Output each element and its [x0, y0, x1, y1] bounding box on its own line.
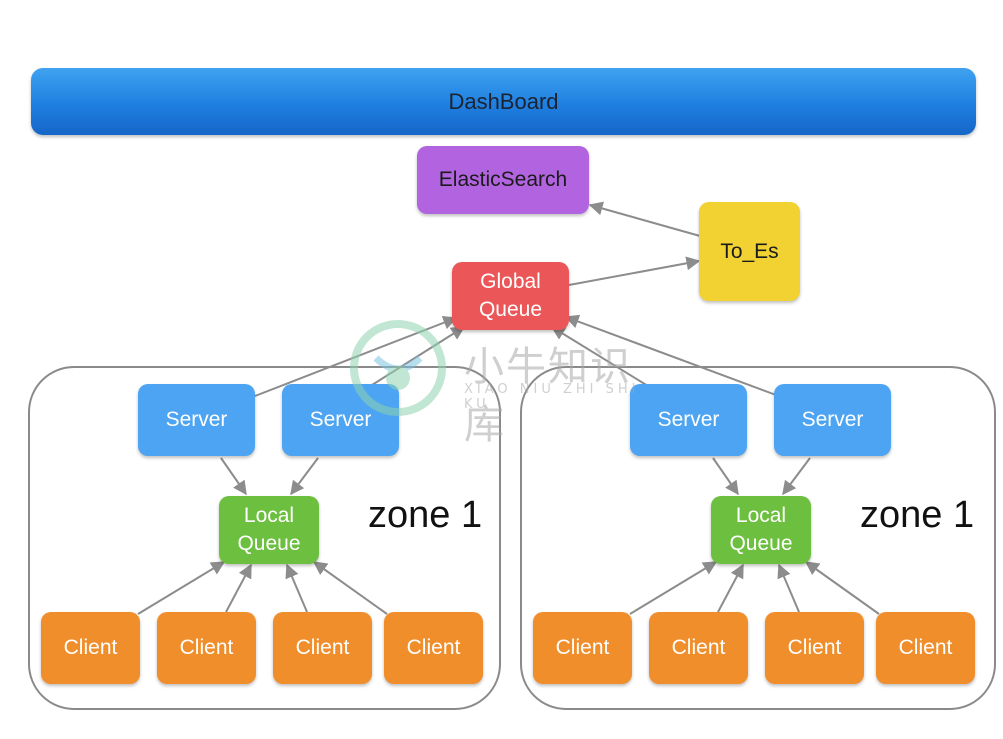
- zone-label: zone 1: [368, 494, 483, 536]
- zone-container-right: [520, 366, 996, 710]
- arrow-r-client2-to-local: [717, 563, 744, 613]
- arrow-l-client1-to-local: [137, 561, 226, 615]
- arrow-global-to-toes: [568, 256, 701, 286]
- client-node: Client: [876, 612, 975, 684]
- server-node: Server: [138, 384, 255, 456]
- dashboard-node: DashBoard: [31, 68, 976, 135]
- server-label: Server: [657, 408, 720, 431]
- to-es-node: To_Es: [699, 202, 800, 301]
- global-queue-node: Global Queue: [452, 262, 569, 330]
- client-label: Client: [295, 636, 350, 659]
- to-es-label: To_Es: [720, 239, 779, 263]
- arrow-r-client4-to-local: [804, 561, 880, 615]
- elasticsearch-node: ElasticSearch: [417, 146, 589, 214]
- arrow-r-server1-to-local: [712, 457, 739, 496]
- server-node: Server: [630, 384, 747, 456]
- arrow-l-client3-to-local: [285, 563, 308, 613]
- server-label: Server: [165, 408, 228, 431]
- client-node: Client: [384, 612, 483, 684]
- client-node: Client: [533, 612, 632, 684]
- client-node: Client: [41, 612, 140, 684]
- arrow-r-server2-to-local: [782, 457, 811, 496]
- client-label: Client: [671, 636, 726, 659]
- zone-container-left: [28, 366, 501, 710]
- arrow-server2-to-global: [371, 326, 466, 386]
- local-queue-node: Local Queue: [219, 496, 319, 564]
- server-node: Server: [774, 384, 891, 456]
- dashboard-label: DashBoard: [448, 88, 559, 114]
- local-queue-node: Local Queue: [711, 496, 811, 564]
- arrow-server3-to-global: [550, 326, 649, 387]
- arrow-l-server2-to-local: [290, 457, 319, 496]
- zone-label: zone 1: [860, 494, 975, 536]
- arrow-l-client4-to-local: [312, 561, 388, 615]
- server-label: Server: [801, 408, 864, 431]
- client-label: Client: [787, 636, 842, 659]
- client-label: Client: [555, 636, 610, 659]
- client-label: Client: [63, 636, 118, 659]
- server-label: Server: [309, 408, 372, 431]
- client-node: Client: [649, 612, 748, 684]
- local-queue-label: Local Queue: [729, 504, 793, 555]
- local-queue-label: Local Queue: [237, 504, 301, 555]
- arrow-toes-to-es: [588, 201, 701, 237]
- arrow-r-client3-to-local: [777, 563, 800, 613]
- arrow-l-client2-to-local: [225, 563, 252, 613]
- client-label: Client: [179, 636, 234, 659]
- server-node: Server: [282, 384, 399, 456]
- arrow-server4-to-global: [564, 314, 777, 396]
- client-label: Client: [406, 636, 461, 659]
- client-node: Client: [157, 612, 256, 684]
- arrow-l-server1-to-local: [220, 457, 247, 496]
- elasticsearch-label: ElasticSearch: [438, 168, 568, 191]
- client-node: Client: [273, 612, 372, 684]
- client-node: Client: [765, 612, 864, 684]
- arrow-r-client1-to-local: [629, 561, 718, 615]
- global-queue-label: Global Queue: [478, 270, 543, 321]
- client-label: Client: [898, 636, 953, 659]
